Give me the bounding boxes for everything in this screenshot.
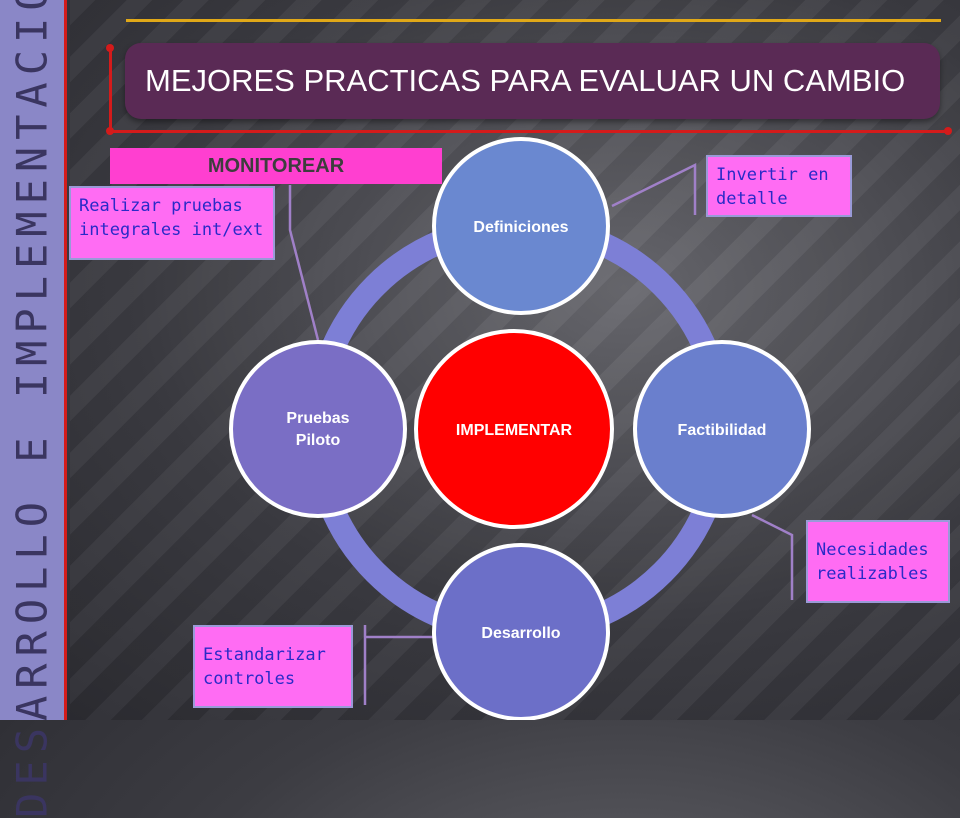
node-factibilidad: [633, 340, 811, 518]
red-vertical-line: [64, 0, 67, 720]
note-necesidades-realizables: Necesidades realizables: [806, 520, 950, 603]
slide-title: MEJORES PRACTICAS PARA EVALUAR UN CAMBIO: [145, 63, 906, 98]
red-dot-left: [106, 127, 114, 135]
connector-factibilidad: [751, 513, 794, 600]
connector-lines: [288, 162, 794, 705]
node-factibilidad-label: Factibilidad: [678, 422, 767, 439]
title-bar: MEJORES PRACTICAS PARA EVALUAR UN CAMBIO: [125, 43, 940, 119]
note-invertir-detalle: Invertir en detalle: [706, 155, 852, 217]
red-dot-top: [106, 44, 114, 52]
center-label: IMPLEMENTAR: [456, 422, 573, 439]
note-line: Estandarizar: [203, 645, 326, 665]
note-line: realizables: [816, 564, 929, 584]
cycle-diagram: IMPLEMENTAR Definiciones Factibilidad De…: [229, 137, 811, 720]
node-desarrollo-label: Desarrollo: [481, 625, 560, 642]
note-estandarizar-controles: Estandarizar controles: [193, 625, 353, 708]
note-line: controles: [203, 669, 296, 689]
node-pruebas-piloto: [229, 340, 407, 518]
node-pruebas-label-line2: Piloto: [296, 432, 341, 449]
monitorear-label: MONITOREAR: [110, 148, 442, 184]
note-line: integrales int/ext: [79, 220, 264, 240]
connector-pruebas: [288, 185, 320, 341]
node-definiciones: [432, 137, 610, 315]
red-vertical-accent: [109, 45, 112, 133]
note-line: Necesidades: [816, 540, 929, 560]
note-realizar-pruebas: Realizar pruebas integrales int/ext: [69, 186, 275, 260]
note-line: detalle: [716, 189, 788, 209]
note-line: Invertir en: [716, 165, 829, 185]
left-band: [0, 0, 64, 720]
gold-top-line: [126, 19, 941, 22]
connector-definiciones: [611, 162, 697, 215]
red-horizontal-line: [109, 130, 949, 133]
note-line: Realizar pruebas: [79, 196, 243, 216]
connector-desarrollo: [363, 625, 440, 705]
red-dot-right: [944, 127, 952, 135]
node-definiciones-label: Definiciones: [473, 219, 568, 236]
node-desarrollo: [432, 543, 610, 720]
center-circle: [414, 329, 614, 529]
node-pruebas-label-line1: Pruebas: [286, 410, 349, 427]
